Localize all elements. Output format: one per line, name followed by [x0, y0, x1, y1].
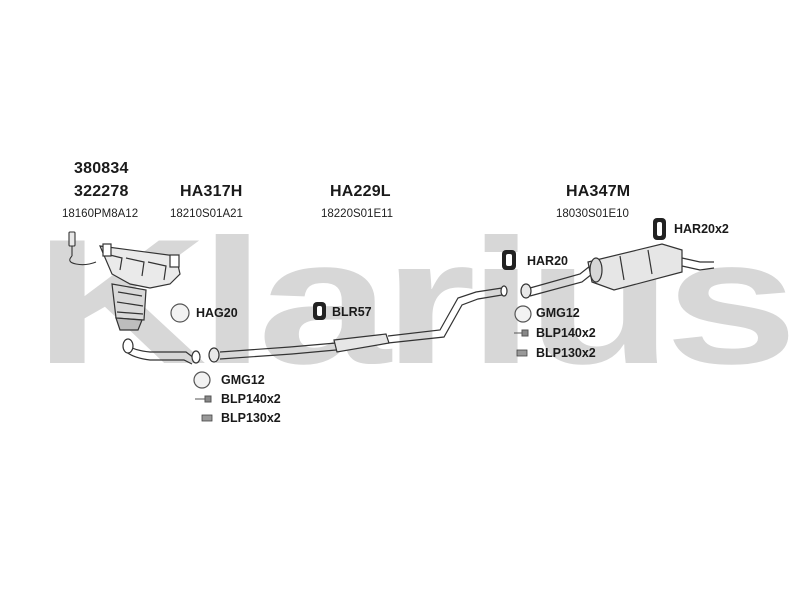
label-blp140x2-rear: BLP140x2 [536, 326, 596, 340]
label-blp130x2-front: BLP130x2 [221, 411, 281, 425]
label-blp130x2-rear: BLP130x2 [536, 346, 596, 360]
label-blr57: BLR57 [332, 305, 372, 319]
lambda-sensor [68, 231, 97, 266]
code-322278: 322278 [74, 183, 129, 200]
har20x2-icon [653, 218, 666, 240]
center-pipe [219, 285, 508, 360]
label-blp140x2-front: BLP140x2 [221, 392, 281, 406]
watermark-text: Klarius [34, 202, 790, 401]
front-pipe [122, 338, 220, 365]
code-ha317h: HA317H [180, 183, 243, 200]
blr57-icon [313, 302, 326, 320]
code-ha229l: HA229L [330, 183, 391, 200]
manifold-catalyst [99, 243, 181, 331]
ref-18220s01e11: 18220S01E11 [321, 208, 394, 220]
blp140x2-rear-icon [514, 329, 529, 337]
label-har20: HAR20 [527, 254, 568, 268]
har20-icon [502, 250, 516, 270]
gmg12-front-icon [193, 371, 211, 389]
label-har20x2: HAR20x2 [674, 222, 729, 236]
ref-18210s01a21: 18210S01A21 [170, 208, 243, 220]
label-hag20: HAG20 [196, 306, 238, 320]
code-ha347m: HA347M [566, 183, 631, 200]
hag20-icon [170, 303, 190, 323]
ref-18030s01e10: 18030S01E10 [556, 208, 629, 220]
blp130x2-front-icon [201, 414, 213, 422]
code-380834: 380834 [74, 160, 129, 177]
ref-18160pm8a12: 18160PM8A12 [62, 208, 139, 220]
rear-silencer [520, 243, 715, 299]
gmg12-rear-icon [514, 305, 532, 323]
label-gmg12-rear: GMG12 [536, 306, 580, 320]
blp130x2-rear-icon [516, 349, 528, 357]
label-gmg12-front: GMG12 [221, 373, 265, 387]
blp140x2-front-icon [195, 395, 212, 403]
